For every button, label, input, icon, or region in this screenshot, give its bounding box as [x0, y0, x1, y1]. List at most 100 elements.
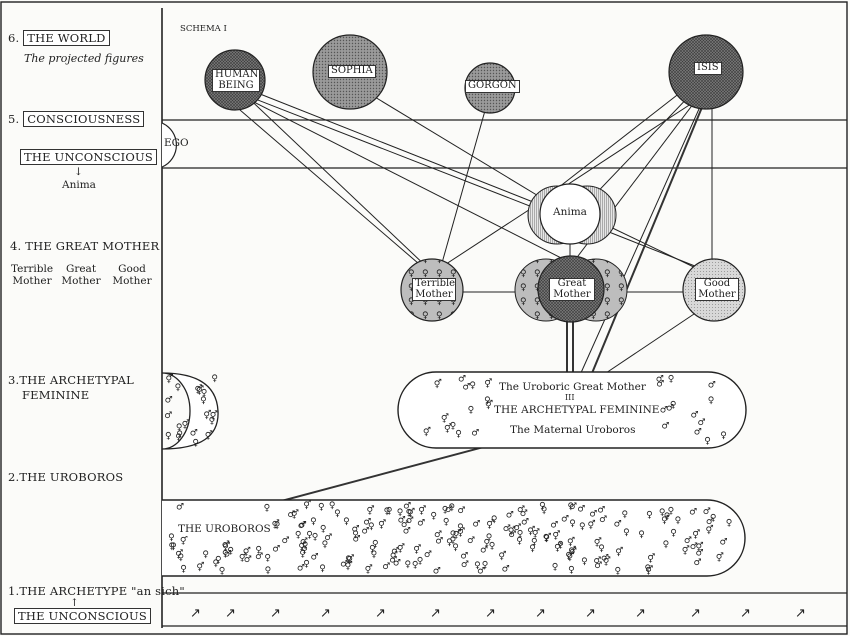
gender-symbol: ♀	[579, 522, 586, 532]
gender-symbol: ♂	[593, 556, 601, 566]
gender-symbol: ♂	[403, 526, 411, 536]
gender-symbol: ♂	[506, 511, 514, 521]
gender-symbol: ♀	[517, 530, 524, 540]
gender-symbol: ♀	[303, 559, 310, 569]
gender-symbol: ♀	[264, 554, 271, 564]
gender-symbol: ⚥	[486, 519, 494, 531]
gender-symbol: ♀	[457, 523, 464, 533]
gender-symbol: ♂	[684, 536, 692, 546]
gender-symbol: ⚥	[346, 554, 354, 566]
gender-symbol: ♀	[516, 537, 523, 547]
gender-symbol: ♀	[301, 545, 308, 555]
gender-symbol: ♂	[340, 559, 348, 569]
gender-symbol: ♀	[668, 375, 675, 385]
gender-symbol: ⚥	[567, 536, 575, 548]
gender-symbol: ♂	[424, 550, 432, 560]
gender-symbol: ♂	[165, 396, 173, 406]
gender-symbol: ♀	[455, 430, 462, 440]
gender-symbol: ♂	[691, 411, 699, 421]
gender-symbol: ⚥	[692, 529, 700, 541]
gender-symbol: ♀	[227, 546, 234, 556]
gender-symbol: ♂	[298, 521, 306, 531]
gender-symbol: ♀	[638, 530, 645, 540]
gender-symbol: ♂	[569, 547, 577, 557]
gender-symbol: ⚥	[272, 518, 280, 530]
sophia-circle	[312, 34, 388, 110]
archetype-arrow-icon: ↗	[585, 606, 596, 621]
gender-symbol: ♂	[550, 521, 558, 531]
gender-symbol: ⚥	[696, 541, 704, 553]
gender-symbol: ♀	[201, 388, 208, 398]
gender-symbol: ♂	[517, 505, 525, 515]
gender-symbol: ♀	[178, 553, 185, 563]
gender-symbol: ♀	[202, 550, 209, 560]
gender-symbol: ♂	[520, 509, 528, 519]
gender-symbol: ♂	[513, 523, 521, 533]
gender-symbol: ♀	[569, 519, 576, 529]
archetype-arrow-icon: ↗	[740, 606, 751, 621]
gender-symbol: ♀	[222, 549, 229, 559]
gender-symbol: ♂	[694, 427, 702, 437]
gender-symbol: ♀	[484, 538, 491, 548]
gender-symbol: ♀	[645, 564, 652, 574]
gender-symbol: ♀	[442, 505, 449, 515]
gender-symbol: ♀	[568, 566, 575, 576]
gender-symbol: ♂	[361, 527, 369, 537]
gender-symbol: ♀	[215, 556, 222, 566]
gender-symbol: ⚥	[243, 546, 251, 558]
gender-symbol: ♀	[663, 540, 670, 550]
gender-symbol: ♂	[297, 563, 305, 573]
gender-symbol: ♀	[489, 541, 496, 551]
gender-symbol: ♂	[614, 519, 622, 529]
gender-symbol: ♀	[598, 544, 605, 554]
gender-symbol: ♂	[457, 506, 465, 516]
archetypal-left-lobe	[161, 372, 219, 450]
gender-symbol: ♂	[353, 534, 361, 544]
gender-symbol: ♂	[222, 540, 230, 550]
gender-symbol: ♂	[398, 516, 406, 526]
gender-symbol: ⚥	[367, 504, 375, 516]
gender-symbol: ♂	[720, 538, 728, 548]
gender-symbol: ♂	[224, 549, 232, 559]
gender-symbol: ♂	[503, 524, 511, 534]
gender-symbol: ♂	[190, 429, 198, 439]
gender-symbol: ♀	[295, 531, 302, 541]
gender-symbol: ♀	[352, 530, 359, 540]
gender-symbol: ♀	[468, 405, 475, 415]
archetype-arrow-icon: ↗	[225, 606, 236, 621]
gender-symbol: ♂	[708, 381, 716, 391]
gender-symbol: ♂	[597, 505, 605, 515]
gender-symbol: ♀	[265, 566, 272, 576]
gender-symbol: ♂	[393, 559, 401, 569]
gender-symbol: ♀	[200, 396, 207, 406]
gender-symbol: ⚥	[647, 552, 655, 564]
gender-symbol: ♀	[406, 509, 413, 519]
gender-symbol: ♀	[397, 508, 404, 518]
gender-symbol: ♂	[389, 556, 397, 566]
gender-symbol: ♂	[521, 517, 529, 527]
gender-symbol: ♀	[449, 503, 456, 513]
gender-symbol: ⚥	[345, 560, 353, 572]
gender-symbol: ♂	[445, 505, 453, 515]
gender-symbol: ♂	[403, 502, 411, 512]
gender-symbol: ⚥	[603, 556, 611, 568]
gender-symbol: ⚥	[203, 409, 211, 421]
gender-symbol: ⚥	[196, 385, 204, 397]
gender-symbol: ♂	[244, 555, 252, 565]
gender-symbol: ♂	[698, 418, 706, 428]
gender-symbol: ♀	[708, 396, 715, 406]
gender-symbol: ♂	[706, 517, 714, 527]
good-mother-circle	[682, 258, 746, 322]
gender-symbol: ⚥	[378, 519, 386, 531]
symbol-scatter: ♀♀♀♂♀♀♀⚥♀♂♀♂♂⚥♀♀♀♀⚥♀♀♂♂⚥♂♀♂♂♀♀♀♀⚥♀♂⚥♀⚥♀♂…	[164, 373, 732, 577]
gender-symbol: ♀	[412, 561, 419, 571]
gender-symbol: ♂	[391, 546, 399, 556]
gender-symbol: ♀	[329, 501, 336, 511]
gender-symbol: ⚥	[527, 525, 535, 537]
gender-symbol: ♀	[175, 383, 182, 393]
gender-symbol: ⚥	[457, 526, 465, 538]
gender-symbol: ⚥	[175, 548, 183, 560]
gender-symbol: ♀	[368, 522, 375, 532]
gender-symbol: ♂	[458, 375, 466, 385]
gender-symbol: ♀	[372, 540, 379, 550]
